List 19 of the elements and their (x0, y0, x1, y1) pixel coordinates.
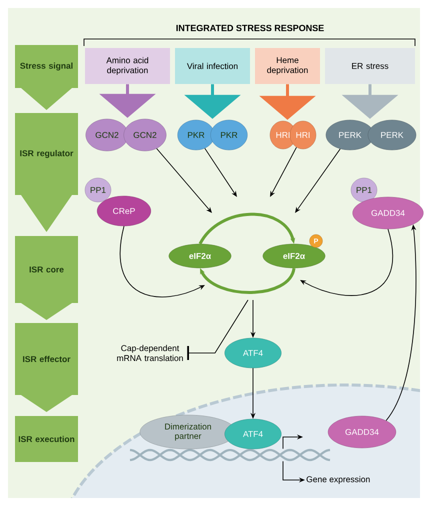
process-label: Cap-dependent mRNA translation (117, 344, 183, 362)
stage-band: ISR core (15, 236, 78, 320)
arrow (295, 148, 341, 213)
arrow (156, 148, 212, 213)
inhibition-line (187, 300, 248, 360)
arrow (198, 212, 296, 245)
arrow (200, 268, 296, 294)
stress-box: Amino acid deprivation (85, 48, 170, 84)
title: INTEGRATED STRESS RESPONSE (176, 24, 324, 32)
stress-box: ER stress (325, 48, 415, 84)
stage-band: ISR effector (15, 323, 78, 412)
stage-band: ISR execution (15, 416, 78, 462)
stage-band: ISR regulator (15, 113, 78, 232)
stage-band: Stress signal (15, 45, 78, 110)
dna-drawing (130, 448, 330, 462)
stress-box: Heme deprivation (255, 48, 320, 84)
output-label: Gene expression (306, 476, 370, 484)
stress-box: Viral infection (175, 48, 250, 84)
arrow (204, 148, 237, 197)
